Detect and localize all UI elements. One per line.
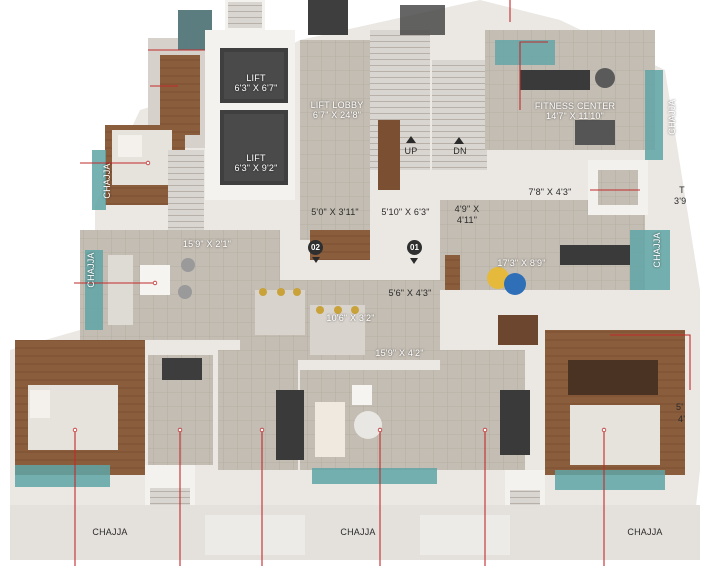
lift-1-name: LIFT [246,73,266,83]
flat-01-badge: 01 [407,240,422,255]
flat-02-badge: 02 [308,240,323,255]
lift-2-size: 6'3" X 9'2" [234,163,278,173]
pointer-dots [72,160,607,433]
passage-b-size: 5'10" X 6'3" [381,207,430,217]
lift-2-label: LIFT 6'3" X 9'2" [228,153,284,173]
lift-lobby-size: 6'7" X 24'8" [312,110,362,120]
partial-r1-size: 3'9 [674,196,687,206]
lift-1-label: LIFT 6'3" X 6'7" [228,73,284,93]
chajja-right-top: CHAJJA [667,99,677,135]
chajja-upper-left: CHAJJA [102,163,112,199]
partial-r3-size: 4' [678,414,686,424]
stair-arrows [406,136,464,144]
lift-1-size: 6'3" X 6'7" [234,83,278,93]
fitness-center-size: 14'7" X 11'10" [546,111,604,121]
lift-shafts [205,30,295,200]
dining-area [240,230,440,360]
chajja-bottom-1: CHAJJA [92,527,128,537]
fitness-center-name: FITNESS CENTER [534,101,616,111]
entry-arrows [312,257,418,264]
dining-1-size: 10'6" X 3'2" [326,313,375,323]
bedroom-upper-left [92,125,204,230]
gym-floor [440,160,670,295]
stair-up-label: UP [404,146,418,156]
bedroom-bottom-right [498,315,685,490]
lift-lobby-label: LIFT LOBBY 6'7" X 24'8" [302,100,372,120]
fitness-center-label: FITNESS CENTER 14'7" X 11'10" [525,101,625,121]
lift-lobby [300,0,370,240]
partial-r4-label: T [679,185,685,195]
corridor-w-size: 15'9" X 2'1" [182,239,232,249]
chajja-bottom-band [10,505,700,560]
bedroom-bottom-left [15,340,145,487]
passage-a-size: 5'0" X 3'11" [311,207,359,217]
gym-store-size: 7'8" X 4'3" [528,187,572,197]
gym-floor-size: 17'3" X 8'9" [497,258,546,268]
chajja-bottom-3: CHAJJA [627,527,663,537]
lift-lobby-name: LIFT LOBBY [310,100,364,110]
passage-c-size: 4'9" X 4'11" [454,204,480,225]
partial-r2-size: 5' [676,402,684,412]
dining-2-size: 15'9" X 4'2" [375,348,424,358]
lift-2-name: LIFT [246,153,266,163]
chajja-right-mid: CHAJJA [652,232,662,268]
chajja-left: CHAJJA [86,252,96,288]
pointer-lines [74,0,691,566]
chajja-bottom-2: CHAJJA [340,527,376,537]
fitness-center [485,30,663,160]
foyer-size: 5'6" X 4'3" [388,288,432,298]
stair-down-label: DN [453,146,467,156]
main-staircase [370,5,487,190]
living-center [300,370,440,484]
